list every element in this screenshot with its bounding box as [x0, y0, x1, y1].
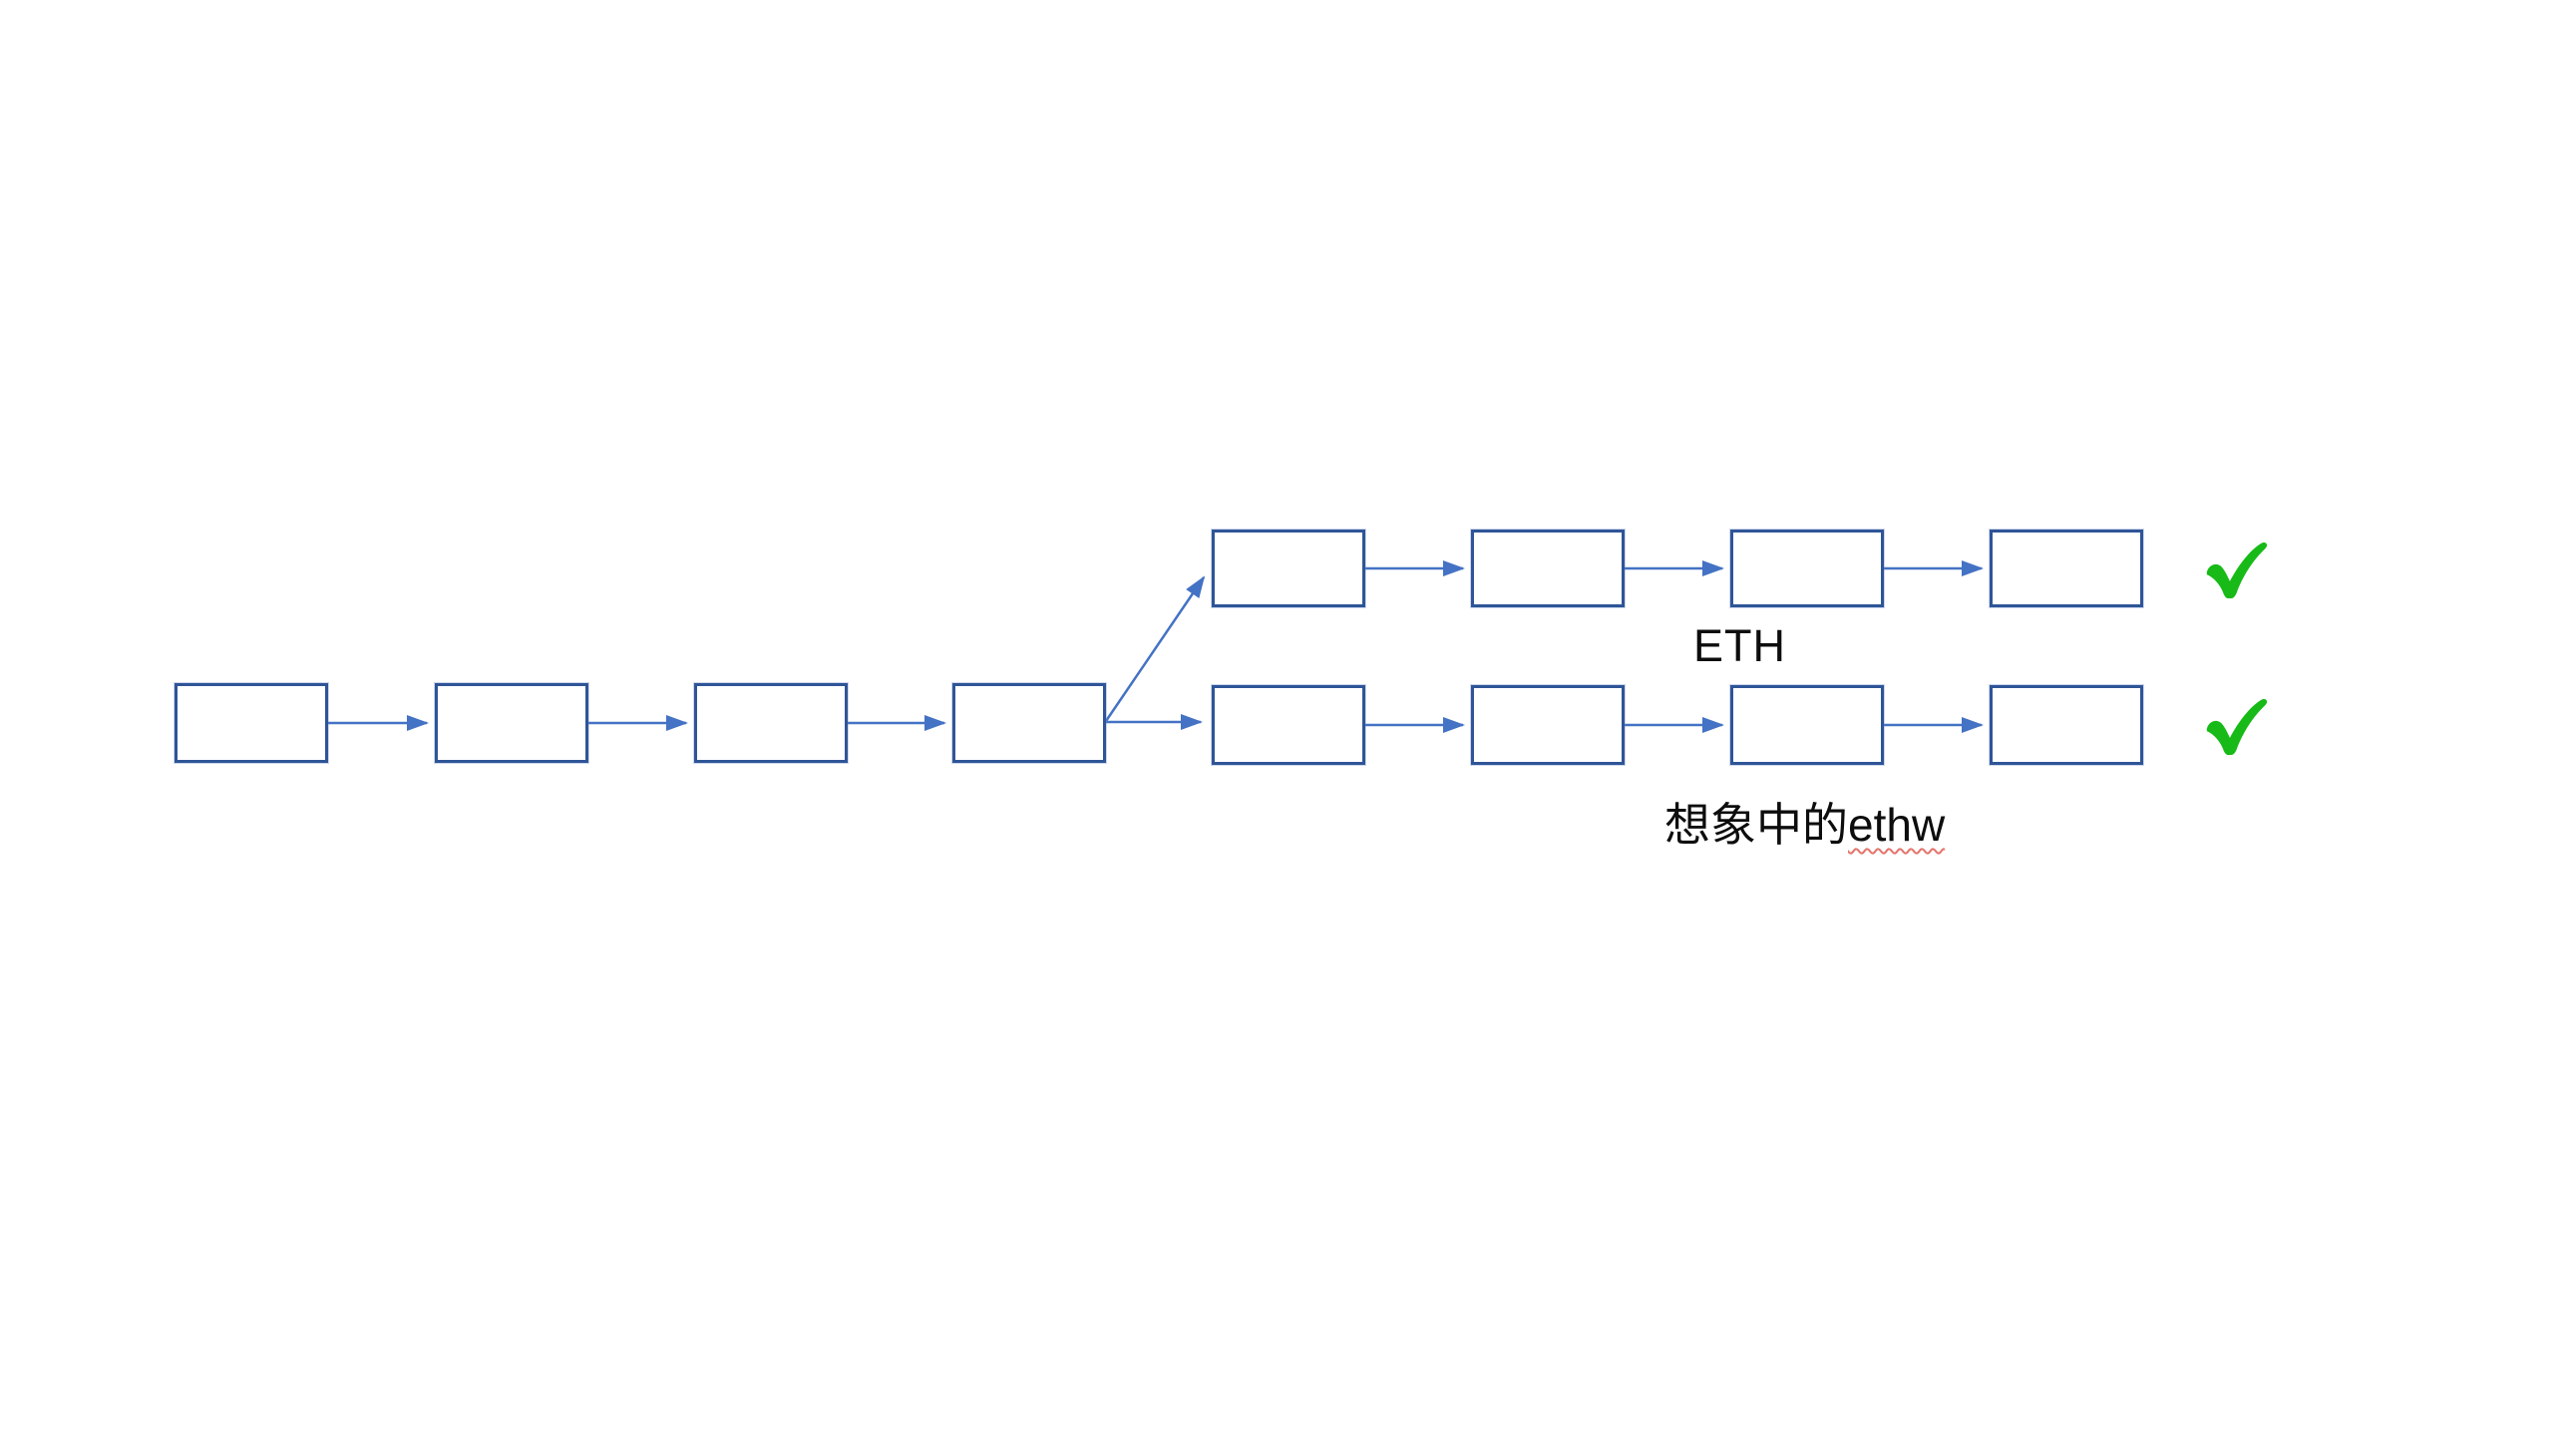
eth-branch-block-3 — [1730, 530, 1884, 607]
shared-chain-block-2 — [435, 683, 588, 763]
eth-branch-block-4 — [1990, 530, 2143, 607]
shared-chain-block-3 — [694, 683, 848, 763]
checkmark-icon — [2206, 698, 2268, 755]
ethw-branch-label: 想象中的ethw — [1664, 789, 1945, 855]
ethw-branch-block-4 — [1990, 685, 2143, 765]
connector-arrow-diagonal — [1104, 575, 1206, 722]
ethw-branch-block-3 — [1730, 685, 1884, 765]
shared-chain-block-4 — [952, 683, 1106, 763]
eth-branch-block-1 — [1212, 530, 1365, 607]
eth-branch-label: ETH — [1693, 620, 1786, 671]
eth-branch-block-2 — [1471, 530, 1625, 607]
ethw-branch-block-1 — [1212, 685, 1365, 765]
shared-chain-block-1 — [175, 683, 328, 763]
ethw-branch-label-word: ethw — [1848, 799, 1946, 851]
ethw-branch-block-2 — [1471, 685, 1625, 765]
checkmark-icon — [2206, 542, 2268, 598]
ethw-branch-label-chinese: 想象中的 — [1664, 799, 1848, 851]
